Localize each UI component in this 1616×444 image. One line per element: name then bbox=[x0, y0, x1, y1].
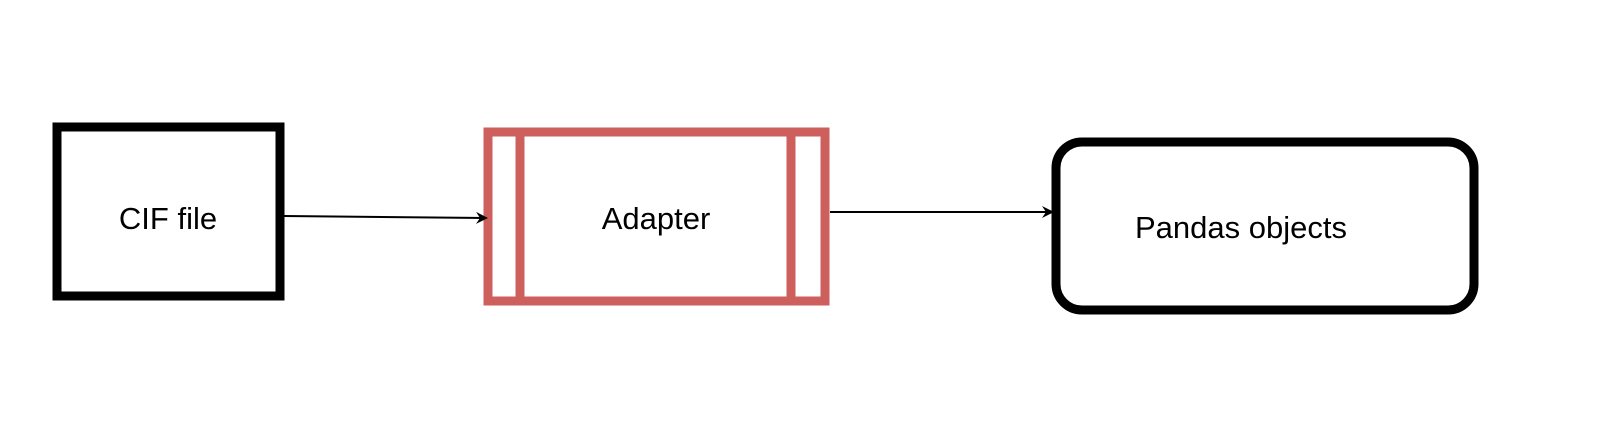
adapter-box bbox=[483, 127, 830, 306]
pandas-objects-label: Pandas objects bbox=[1135, 210, 1347, 245]
cif-file-label: CIF file bbox=[119, 201, 217, 236]
adapter-label: Adapter bbox=[602, 201, 711, 236]
node-cif-file[interactable]: CIF file bbox=[52, 122, 285, 301]
node-pandas-objects[interactable]: Pandas objects bbox=[1051, 137, 1479, 315]
edge-cif-to-adapter bbox=[283, 211, 488, 224]
pandas-objects-box bbox=[1051, 137, 1479, 315]
node-adapter[interactable]: Adapter bbox=[483, 127, 830, 306]
cif-file-box bbox=[52, 122, 285, 301]
